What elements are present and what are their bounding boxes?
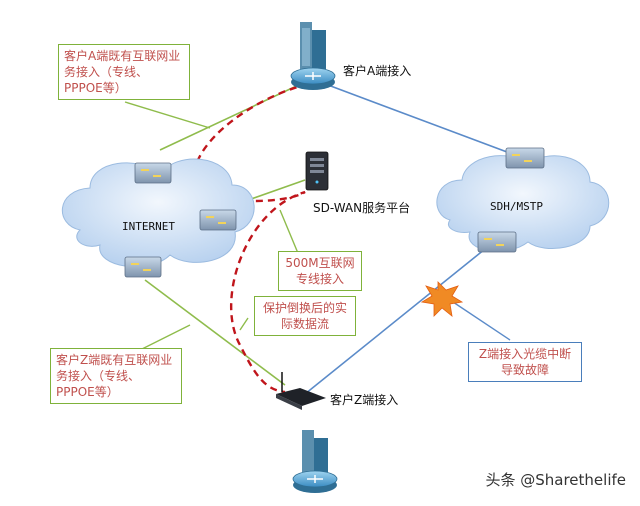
- callout-fault: Z端接入光缆中断导致故障: [468, 342, 582, 382]
- customer-a-label: 客户A端接入: [343, 64, 412, 78]
- watermark: 头条 @Sharethelife: [485, 471, 626, 489]
- link-z-callout: [139, 324, 191, 351]
- switch-icon: [505, 147, 545, 169]
- link-a-callout: [124, 101, 211, 129]
- customer-z-router-icon: [292, 470, 338, 493]
- fault-burst-icon: [420, 281, 464, 317]
- internet-cloud: [62, 158, 255, 268]
- link-sdh-z: [299, 244, 491, 399]
- sdwan-label: SD-WAN服务平台: [313, 201, 411, 215]
- customer-z-label: 客户Z端接入: [330, 393, 399, 407]
- switch-icon: [199, 209, 237, 231]
- callout-protect: 保护倒换后的实际数据流: [254, 296, 356, 336]
- customer-z-cpe-icon: [276, 372, 326, 410]
- sdh-label: SDH/MSTP: [490, 200, 543, 213]
- customer-z-building-icon: [302, 430, 328, 474]
- protection-path: [192, 82, 309, 394]
- customer-a-building-icon: [300, 22, 326, 70]
- callout-a-existing: 客户A端既有互联网业务接入（专线、PPPOE等）: [58, 44, 190, 100]
- sdwan-server-icon: [305, 151, 329, 191]
- link-fault-callout: [449, 299, 511, 341]
- link-500m-callout: [279, 209, 301, 259]
- sdh-cloud: [436, 155, 610, 252]
- switch-icon: [124, 256, 162, 278]
- callout-500m: 500M互联网专线接入: [278, 251, 362, 291]
- switch-icon: [134, 162, 172, 184]
- switch-icon: [477, 231, 517, 253]
- link-internet-z: [144, 279, 286, 386]
- link-protect-callout: [239, 317, 249, 331]
- customer-a-router-icon: [290, 67, 336, 90]
- callout-z-existing: 客户Z端既有互联网业务接入（专线、PPPOE等）: [50, 348, 182, 404]
- internet-label: INTERNET: [122, 220, 175, 233]
- link-a-sdh: [319, 81, 516, 156]
